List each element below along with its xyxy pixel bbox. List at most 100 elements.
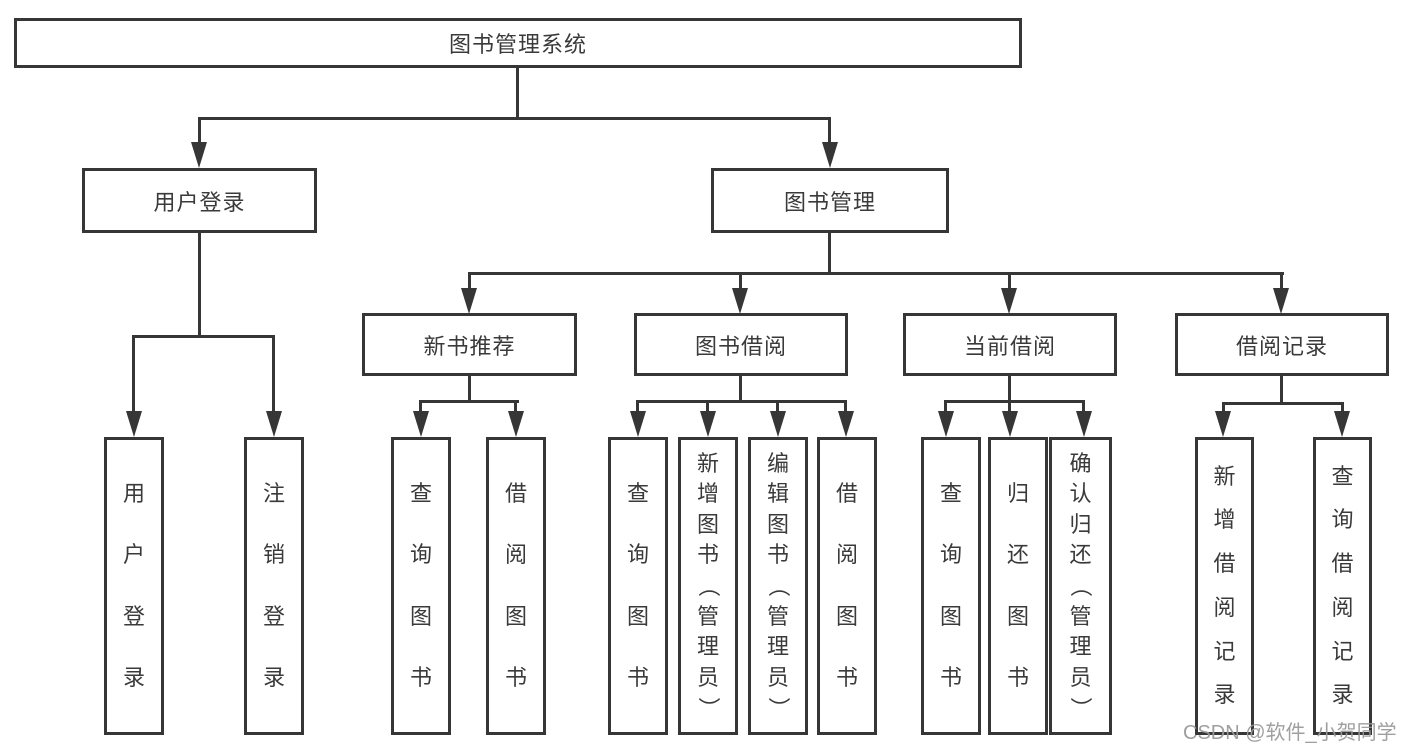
connector-mgmt-split (468, 272, 1284, 275)
connector-drop-query1 (419, 400, 422, 413)
vertical-char: 录 (1331, 682, 1354, 708)
connector-drop-records (1280, 272, 1283, 290)
node-book-borrowing: 图书借阅 (634, 313, 848, 376)
connector-drop-recommend (468, 272, 471, 290)
connector-drop-return (1008, 400, 1011, 413)
vertical-char: 新 (1213, 463, 1236, 489)
connector-mgmt-stem (828, 233, 831, 274)
vertical-char: 新 (696, 450, 719, 476)
leaf-query-borrow-record: 查询借阅记录 (1313, 437, 1372, 735)
connector-drop-logout (272, 335, 275, 413)
connector-drop-query-record (1341, 402, 1344, 413)
vertical-char: 员 (696, 664, 719, 690)
vertical-char: 书 (626, 664, 649, 690)
node-new-book-recommend-label: 新书推荐 (423, 333, 516, 359)
node-user-login: 用户登录 (82, 168, 317, 233)
vertical-char: 查 (1331, 463, 1354, 489)
connector-login-stem (198, 233, 201, 337)
connector-login-split (132, 335, 275, 338)
arrow-down-user-login (126, 411, 142, 437)
connector-drop-current (1008, 272, 1011, 290)
vertical-char: 增 (696, 481, 719, 507)
leaf-query-books-current-label: 查询图书 (924, 444, 978, 728)
leaf-borrow-books-label: 借阅图书 (820, 444, 874, 728)
leaf-logout: 注销登录 (244, 437, 304, 735)
vertical-char: 书 (504, 664, 527, 690)
vertical-char: 录 (262, 664, 285, 690)
leaf-add-book-admin-label: 新增图书（管理员） (681, 444, 735, 728)
arrow-down-records (1273, 288, 1289, 314)
connector-drop-query3 (944, 400, 947, 413)
vertical-char: 用 (122, 481, 145, 507)
vertical-char: 书 (939, 664, 962, 690)
vertical-char: 图 (504, 603, 527, 629)
connector-recommend-stem (468, 376, 471, 402)
arrow-down-recommend (461, 288, 477, 314)
connector-current-stem (1008, 376, 1011, 402)
node-library-system: 图书管理系统 (14, 18, 1022, 68)
vertical-char: 辑 (766, 481, 789, 507)
vertical-char: （ (765, 574, 791, 597)
connector-current-split (944, 400, 1085, 403)
vertical-char: 员 (766, 664, 789, 690)
node-borrowing-records-label: 借阅记录 (1235, 333, 1328, 359)
vertical-char: 阅 (1213, 594, 1236, 620)
vertical-char: 查 (409, 481, 432, 507)
vertical-char: 户 (122, 542, 145, 568)
connector-drop-mgmt (828, 117, 831, 146)
vertical-char: 阅 (1331, 594, 1354, 620)
connector-drop-login (198, 117, 201, 146)
arrow-down-add-book (700, 411, 716, 437)
leaf-add-book-admin: 新增图书（管理员） (678, 437, 738, 735)
connector-drop-query2 (636, 400, 639, 413)
vertical-char: 认 (1069, 481, 1092, 507)
vertical-char: 询 (939, 542, 962, 568)
vertical-char: （ (1068, 574, 1094, 597)
arrow-down-current (1001, 288, 1017, 314)
leaf-confirm-return-admin: 确认归还（管理员） (1049, 437, 1112, 735)
arrow-down-add-record (1215, 411, 1231, 437)
vertical-char: 归 (1006, 481, 1029, 507)
vertical-char: 理 (696, 634, 719, 660)
node-book-management-label: 图书管理 (783, 189, 876, 215)
connector-records-split (1222, 402, 1344, 405)
connector-drop-borrow1 (514, 400, 517, 413)
vertical-char: 员 (1069, 664, 1092, 690)
vertical-char: 图 (1006, 603, 1029, 629)
arrow-down-borrow2 (838, 411, 854, 437)
arrow-down-query-record (1334, 411, 1350, 437)
leaf-user-login-label: 用户登录 (107, 444, 161, 728)
vertical-char: 管 (1069, 603, 1092, 629)
arrow-down-mgmt (822, 142, 838, 168)
vertical-char: 录 (122, 664, 145, 690)
node-book-management: 图书管理 (711, 168, 949, 233)
arrow-down-confirm (1076, 411, 1092, 437)
leaf-borrow-books-recommend: 借阅图书 (486, 437, 546, 735)
leaf-user-login: 用户登录 (104, 437, 164, 735)
vertical-char: 理 (1069, 634, 1092, 660)
vertical-char: 管 (696, 603, 719, 629)
node-library-system-label: 图书管理系统 (448, 32, 587, 57)
leaf-borrow-books: 借阅图书 (817, 437, 877, 735)
vertical-char: 借 (835, 481, 858, 507)
vertical-char: 管 (766, 603, 789, 629)
connector-drop-borrow2 (844, 400, 847, 413)
leaf-edit-book-admin-label: 编辑图书（管理员） (751, 444, 805, 728)
vertical-char: 借 (504, 481, 527, 507)
vertical-char: 图 (626, 603, 649, 629)
vertical-char: 确 (1069, 450, 1092, 476)
node-new-book-recommend: 新书推荐 (362, 313, 577, 376)
vertical-char: 录 (1213, 682, 1236, 708)
connector-drop-borrowing (739, 272, 742, 290)
vertical-char: 记 (1213, 638, 1236, 664)
vertical-char: 图 (409, 603, 432, 629)
node-user-login-label: 用户登录 (153, 189, 246, 215)
vertical-char: 归 (1069, 511, 1092, 537)
vertical-char: 增 (1213, 507, 1236, 533)
vertical-char: 查 (626, 481, 649, 507)
arrow-down-logout (266, 411, 282, 437)
arrow-down-query3 (938, 411, 954, 437)
connector-drop-edit-book (776, 400, 779, 413)
vertical-char: 编 (766, 450, 789, 476)
